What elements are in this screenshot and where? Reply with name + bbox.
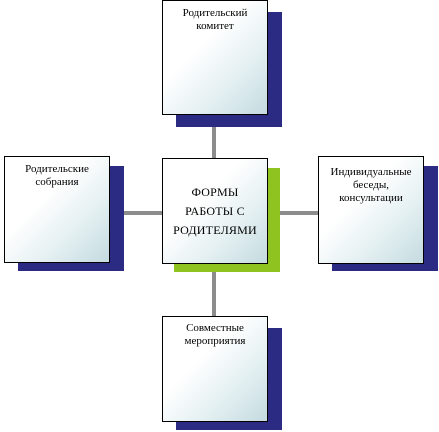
connector-top bbox=[212, 114, 216, 162]
node-joint-events-label: Совместные мероприятия bbox=[184, 322, 246, 347]
node-parent-committee: Родительский комитет bbox=[162, 0, 268, 115]
connector-left bbox=[120, 211, 162, 215]
node-joint-events: Совместные мероприятия bbox=[162, 316, 268, 422]
node-individual-talks-label: Индивидуальные беседы, консультации bbox=[330, 166, 412, 204]
connector-bottom bbox=[212, 268, 216, 318]
node-parent-committee-label: Родительский комитет bbox=[182, 7, 248, 32]
node-center-label: ФОРМЫ РАБОТЫ С РОДИТЕЛЯМИ bbox=[173, 184, 257, 237]
connector-right bbox=[280, 211, 322, 215]
node-parent-meetings-label: Родительские собрания bbox=[25, 163, 89, 188]
node-parent-meetings: Родительские собрания bbox=[4, 156, 110, 263]
node-individual-talks: Индивидуальные беседы, консультации bbox=[318, 156, 424, 264]
node-center: ФОРМЫ РАБОТЫ С РОДИТЕЛЯМИ bbox=[162, 158, 268, 264]
